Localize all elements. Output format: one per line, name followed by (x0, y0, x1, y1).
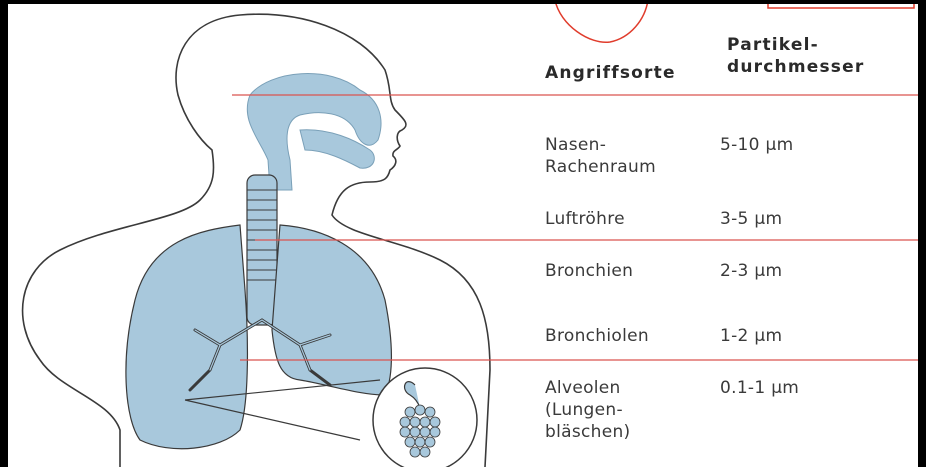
frame-top-border (0, 0, 926, 4)
site-bronchi: Bronchien (545, 260, 633, 282)
right-lung (272, 225, 391, 395)
site-nasal-pharynx: Nasen- Rachenraum (545, 134, 656, 178)
size-bronchi: 2-3 µm (720, 260, 782, 282)
site-alveoli: Alveolen (Lungen- bläschen) (545, 377, 630, 443)
size-column-header: Partikel- durchmesser (727, 34, 864, 78)
size-trachea: 3-5 µm (720, 208, 782, 230)
size-alveoli: 0.1-1 µm (720, 377, 799, 399)
left-lung (126, 225, 247, 449)
size-nasal-pharynx: 5-10 µm (720, 134, 793, 156)
frame-left-border (0, 0, 8, 467)
site-trachea: Luftröhre (545, 208, 625, 230)
size-bronchioles: 1-2 µm (720, 325, 782, 347)
site-bronchioles: Bronchiolen (545, 325, 649, 347)
frame-right-border (918, 0, 926, 467)
site-column-header: Angriffsorte (545, 62, 676, 84)
annotation-circle-mark (555, 0, 648, 42)
